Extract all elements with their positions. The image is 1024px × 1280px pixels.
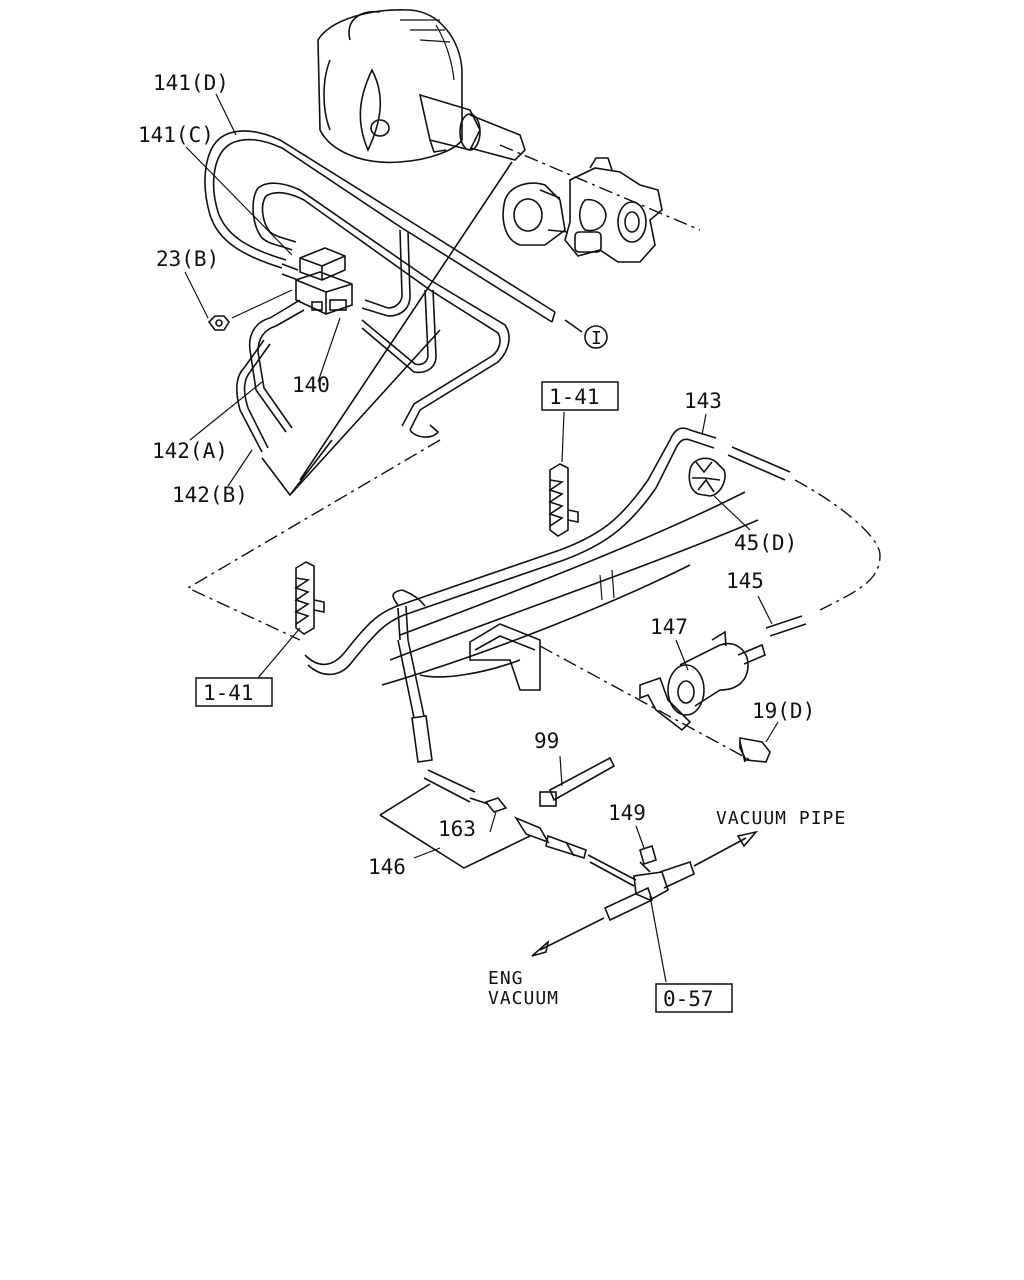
- frame-146: [379, 783, 531, 869]
- check-valve: [484, 797, 587, 860]
- leader-147: [675, 639, 689, 671]
- bracket-lines-142: [261, 161, 513, 497]
- leader-146: [413, 847, 441, 859]
- hose-142b: [235, 339, 271, 453]
- connector-marker-circle: [584, 325, 608, 349]
- label-23b: 23(B): [156, 247, 219, 271]
- clip-upper: [548, 463, 579, 537]
- marker-leader: [564, 319, 583, 333]
- label-147: 147: [650, 615, 688, 639]
- label-99: 99: [534, 729, 559, 753]
- label-143: 143: [684, 389, 722, 413]
- valve-assembly: [502, 157, 663, 263]
- tube-143: [304, 427, 717, 676]
- label-vacuum-pipe: VACUUM PIPE: [716, 808, 846, 829]
- label-141c: 141(C): [138, 123, 214, 147]
- booster-rod: [418, 93, 526, 161]
- ref-1-41-lower: 1-41: [203, 681, 254, 705]
- label-146: 146: [368, 855, 406, 879]
- leader-142a: [189, 381, 263, 441]
- leader-141d: [215, 93, 237, 136]
- leader-145: [757, 595, 773, 625]
- label-142a: 142(A): [152, 439, 228, 463]
- ref-box-1-41-upper: [541, 381, 619, 411]
- cap-149: [639, 844, 657, 866]
- leader-23b: [184, 271, 209, 319]
- label-vacuum: VACUUM: [488, 988, 559, 1009]
- label-149: 149: [608, 801, 646, 825]
- label-142b: 142(B): [172, 483, 248, 507]
- brake-booster: [317, 8, 463, 164]
- leader-0-57: [649, 895, 667, 983]
- solenoid-valve-140: [281, 247, 353, 315]
- tee-joint: [587, 854, 695, 922]
- hose-145: [727, 446, 881, 637]
- label-140: 140: [292, 373, 330, 397]
- connector-marker: I: [591, 328, 603, 349]
- eng-vacuum-arrow-head: [531, 939, 550, 957]
- leader-149: [635, 825, 645, 849]
- hose-142a: [248, 299, 305, 433]
- ref-1-41-upper: 1-41: [549, 385, 600, 409]
- vacuum-tank-147: [639, 630, 766, 732]
- leader-143: [701, 413, 707, 436]
- label-eng: ENG: [488, 968, 524, 989]
- leader-45d: [713, 495, 751, 531]
- ref-box-1-41-lower: [195, 677, 273, 707]
- tube-141c: [252, 182, 510, 438]
- leader-140: [317, 317, 341, 383]
- strap-99: [539, 756, 616, 807]
- label-145: 145: [726, 569, 764, 593]
- tank-mount-dash: [539, 645, 751, 761]
- tube-141d: [204, 130, 556, 323]
- eng-vacuum-arrow-line: [539, 917, 605, 951]
- label-19d: 19(D): [752, 699, 815, 723]
- clip-lower: [294, 561, 325, 635]
- leader-nut-line: [231, 289, 293, 319]
- leader-163: [489, 811, 497, 833]
- chassis-frame: [381, 491, 759, 691]
- leader-1-41-lower: [257, 627, 301, 679]
- vacuum-pipe-arrow-head: [736, 830, 759, 848]
- label-163: 163: [438, 817, 476, 841]
- nut-23b: [207, 315, 230, 331]
- leader-19d: [765, 721, 779, 743]
- leader-142b: [227, 449, 253, 487]
- clip-45d: [688, 457, 726, 497]
- leader-99: [559, 755, 563, 787]
- bolt-19d: [739, 737, 771, 763]
- ref-box-0-57: [655, 983, 733, 1013]
- leader-141c: [185, 146, 293, 256]
- booster-centerline: [499, 144, 701, 231]
- hose-down: [397, 639, 489, 805]
- label-141d: 141(D): [153, 71, 229, 95]
- vacuum-pipe-arrow-line: [693, 837, 747, 867]
- leader-1-41-upper: [561, 411, 565, 463]
- ref-0-57: 0-57: [663, 987, 714, 1011]
- label-45d: 45(D): [734, 531, 797, 555]
